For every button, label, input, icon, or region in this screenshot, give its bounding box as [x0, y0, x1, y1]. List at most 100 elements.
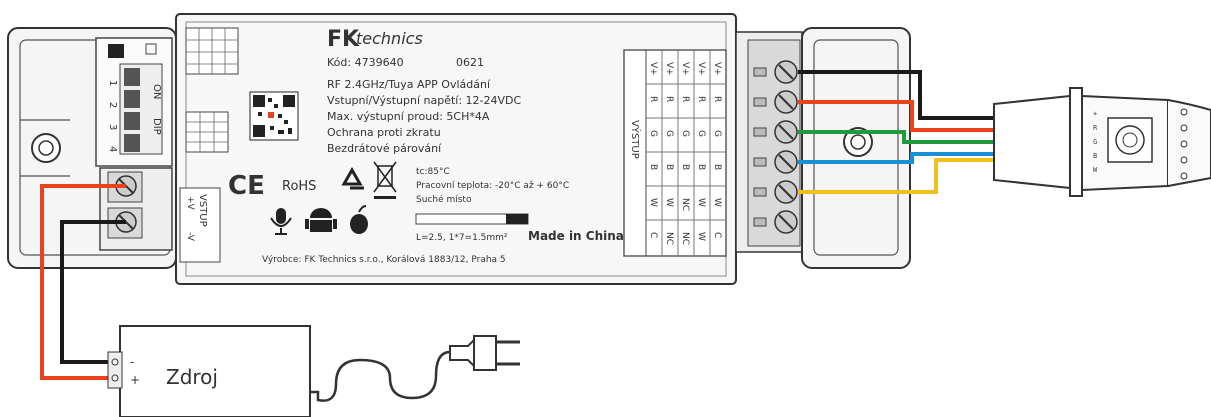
- output-cell-4-4: B: [696, 164, 706, 170]
- dip-switch-1: [124, 68, 140, 86]
- power-wires: [40, 184, 126, 380]
- output-cell-5-4: B: [712, 164, 722, 170]
- output-wires: [798, 70, 994, 194]
- output-cell-1-1: V+: [648, 62, 658, 76]
- output-cell-4-5: W: [696, 198, 706, 207]
- output-slot-2: [753, 97, 767, 107]
- output-cell-4-6: W: [696, 232, 706, 241]
- output-cell-5-2: R: [712, 96, 722, 102]
- supply-label: Zdroj: [166, 365, 218, 389]
- output-slot-6: [753, 217, 767, 227]
- right-mounting-tab: [801, 27, 911, 269]
- strip-connector: [993, 87, 1083, 197]
- output-wire-3: [798, 130, 994, 144]
- output-cell-1-3: G: [648, 130, 658, 137]
- output-cell-5-3: G: [712, 130, 722, 137]
- output-slot-1: [753, 67, 767, 77]
- output-label: VÝSTUP: [629, 120, 642, 159]
- output-cell-2-5: W: [664, 198, 674, 207]
- output-wire-4: [798, 152, 994, 164]
- output-slot-4: [753, 157, 767, 167]
- output-cell-3-5: NC: [680, 198, 690, 211]
- temp-line-2: Pracovní teplota: -20°C až + 60°C: [416, 181, 569, 191]
- output-wire-5: [798, 158, 994, 194]
- output-cell-2-4: B: [664, 164, 674, 170]
- spec-line-2: Vstupní/Výstupní napětí: 12-24VDC: [327, 94, 522, 107]
- spec-line-5: Bezdrátové párování: [327, 142, 442, 155]
- strip-pad-5: W: [1093, 166, 1098, 174]
- output-screw-slot-2: [778, 94, 794, 110]
- output-screw-slot-4: [778, 154, 794, 170]
- dip-number-4: 4: [107, 146, 118, 152]
- weee-bin-icon: [373, 161, 397, 199]
- output-cell-3-2: R: [680, 96, 690, 102]
- input-label-box: VSTUP +V -V: [179, 187, 221, 263]
- output-cell-1-4: B: [648, 164, 658, 170]
- temp-line-1: tc:85°C: [416, 167, 450, 177]
- dip-switch-block: ON DIP 1 2 3 4: [95, 37, 173, 167]
- output-slot-5: [753, 187, 767, 197]
- dip-label: DIP: [151, 118, 162, 135]
- output-cell-1-5: W: [648, 198, 658, 207]
- output-cell-3-1: V+: [680, 62, 690, 76]
- output-cell-5-5: W: [712, 198, 722, 207]
- strip-pad-4: B: [1093, 152, 1097, 160]
- dip-number-3: 3: [107, 124, 118, 130]
- strip-pad-3: G: [1093, 138, 1097, 146]
- brand-logo-mark: FK: [327, 27, 360, 52]
- output-cell-3-3: G: [680, 130, 690, 137]
- output-cell-1-6: C: [648, 232, 658, 238]
- dip-switch-2: [124, 90, 140, 108]
- led-indicator: [145, 43, 157, 55]
- led-chip: [1107, 117, 1153, 163]
- spec-line-3: Max. výstupní proud: 5CH*4A: [327, 110, 490, 123]
- qr-code: [249, 91, 299, 141]
- product-batch: 0621: [456, 56, 484, 69]
- output-cell-4-2: R: [696, 96, 706, 102]
- output-screw-slot-6: [778, 214, 794, 230]
- power-supply: - + Zdroj: [107, 325, 311, 417]
- output-cell-2-1: V+: [664, 62, 674, 76]
- supply-minus-label: -: [130, 355, 134, 369]
- output-cell-3-4: B: [680, 164, 690, 170]
- supply-plus-label: +: [130, 373, 140, 387]
- output-screw-slot-1: [778, 64, 794, 80]
- android-icon: [305, 208, 337, 232]
- spec-line-4: Ochrana proti zkratu: [327, 126, 441, 139]
- output-slot-3: [753, 127, 767, 137]
- input-terminal: [99, 167, 173, 251]
- output-wire-1: [798, 70, 994, 120]
- small-table-top: [185, 27, 239, 75]
- small-table-bottom: [185, 111, 229, 153]
- strip-pad-1: +: [1093, 110, 1097, 118]
- length-bar: [415, 213, 529, 225]
- power-cord: [310, 335, 520, 402]
- output-cell-2-2: R: [664, 96, 674, 102]
- ce-mark: CE: [228, 171, 265, 201]
- dip-switch-3: [124, 112, 140, 130]
- output-cell-4-3: G: [696, 130, 706, 137]
- microphone-icon: [270, 208, 292, 235]
- input-minus-label: -V: [185, 232, 195, 242]
- output-cell-4-1: V+: [696, 62, 706, 76]
- brand-logo-text: technics: [356, 29, 423, 48]
- input-plus-label: +V: [185, 196, 195, 211]
- output-cell-5-6: C: [712, 232, 722, 238]
- recycle-icon: [341, 166, 364, 190]
- product-code: Kód: 4739640: [327, 56, 404, 69]
- dip-number-2: 2: [107, 102, 118, 108]
- size-text: L=2.5, 1*7=1.5mm²: [416, 233, 508, 243]
- output-screw-slot-3: [778, 124, 794, 140]
- output-cell-2-3: G: [664, 130, 674, 137]
- output-cell-2-6: NC: [664, 232, 674, 245]
- output-screws: [753, 60, 798, 234]
- made-in-label: Made in China: [528, 229, 624, 243]
- dip-switch-4: [124, 134, 140, 152]
- pairing-button: [108, 44, 124, 58]
- led-strip: + R G B W: [1081, 94, 1211, 192]
- dip-number-1: 1: [107, 80, 118, 86]
- strip-pad-2: R: [1093, 124, 1098, 132]
- output-wire-2: [798, 100, 994, 132]
- dip-on-label: ON: [151, 84, 162, 99]
